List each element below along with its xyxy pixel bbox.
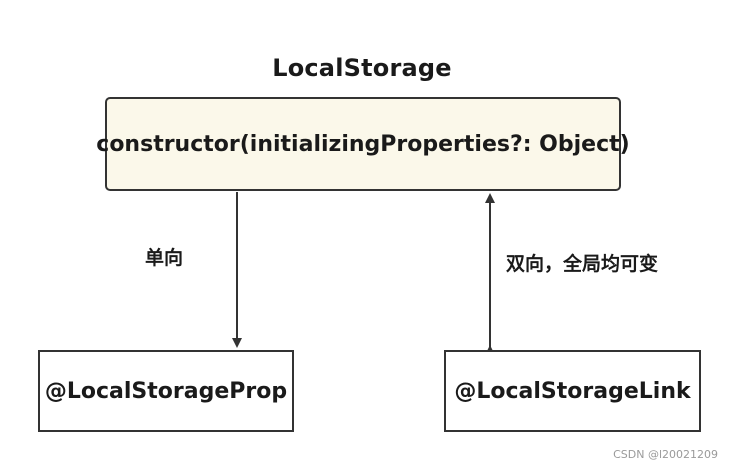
two-way-label: 双向，全局均可变	[506, 253, 659, 275]
watermark: CSDN @l20021209	[613, 448, 718, 461]
localstorage-constructor-box: constructor(initializingProperties?: Obj…	[96, 97, 630, 191]
localstoragelink-box: @LocalStorageLink	[444, 350, 701, 432]
localstorageprop-box: @LocalStorageProp	[38, 350, 294, 432]
one-way-label: 单向	[145, 247, 184, 269]
diagram-title: LocalStorage	[272, 54, 452, 82]
